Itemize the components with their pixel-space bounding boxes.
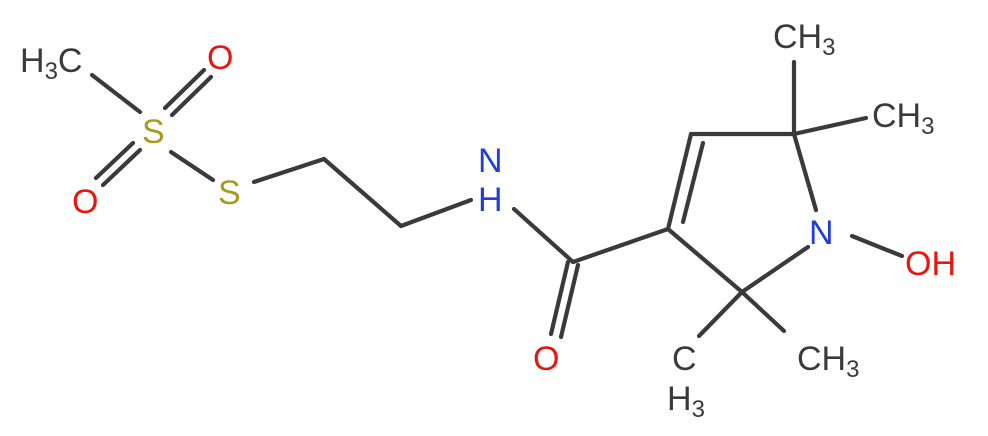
bond-c2-c3 [665, 226, 745, 295]
bond-layer [89, 59, 905, 340]
bond-c5-ch3-right [791, 115, 869, 137]
atom-n-ring: N [809, 214, 834, 252]
bond-c3-c4-b [680, 140, 706, 225]
atom-h-amide: H [478, 181, 503, 219]
bond-s-o-top-a [162, 67, 207, 111]
bond-c5-n [791, 131, 819, 213]
atom-o-top: O [207, 39, 233, 77]
bond-s-s [168, 149, 216, 183]
atom-ch3-bottomright: CH3 [797, 340, 859, 383]
atom-ch3-bottomleft-h: H3 [667, 380, 705, 423]
bond-ch2-ch2 [321, 156, 404, 229]
bond-c2-ch3-br [739, 289, 787, 334]
bond-co-ring [570, 226, 671, 265]
atom-oh: OH [905, 245, 956, 283]
bond-ch2-nh [398, 197, 474, 229]
bond-n-oh [849, 233, 905, 259]
bond-s-o-left-a [93, 140, 136, 181]
atom-o-amide: O [533, 340, 559, 378]
atom-s-sulfonyl: S [142, 113, 165, 151]
bond-s-ch2 [251, 156, 327, 185]
atom-ch3-topleft: H3C [20, 42, 82, 85]
atom-o-left: O [72, 183, 98, 221]
atom-s-thio: S [218, 174, 241, 212]
atom-ch3-top: CH3 [773, 18, 835, 61]
bond-c2-ch3-bl [696, 289, 745, 339]
bond-nh-co [511, 206, 576, 265]
bond-s-o-top-b [169, 74, 214, 118]
bond-c3-c4-a [665, 131, 694, 232]
bond-n-c2 [739, 244, 811, 295]
atom-ch3-right: CH3 [872, 97, 934, 140]
bond-ch3-s [89, 72, 143, 115]
atom-ch3-bottomleft-c: C [672, 340, 697, 378]
atom-n-amide: N [478, 142, 503, 180]
bond-c-o-b [558, 262, 581, 340]
label-layer: H3C S O O S N H O N OH CH3 CH3 C H3 CH3 [20, 18, 956, 423]
bond-c-o-a [548, 259, 571, 337]
bond-s-o-left-b [100, 147, 143, 188]
